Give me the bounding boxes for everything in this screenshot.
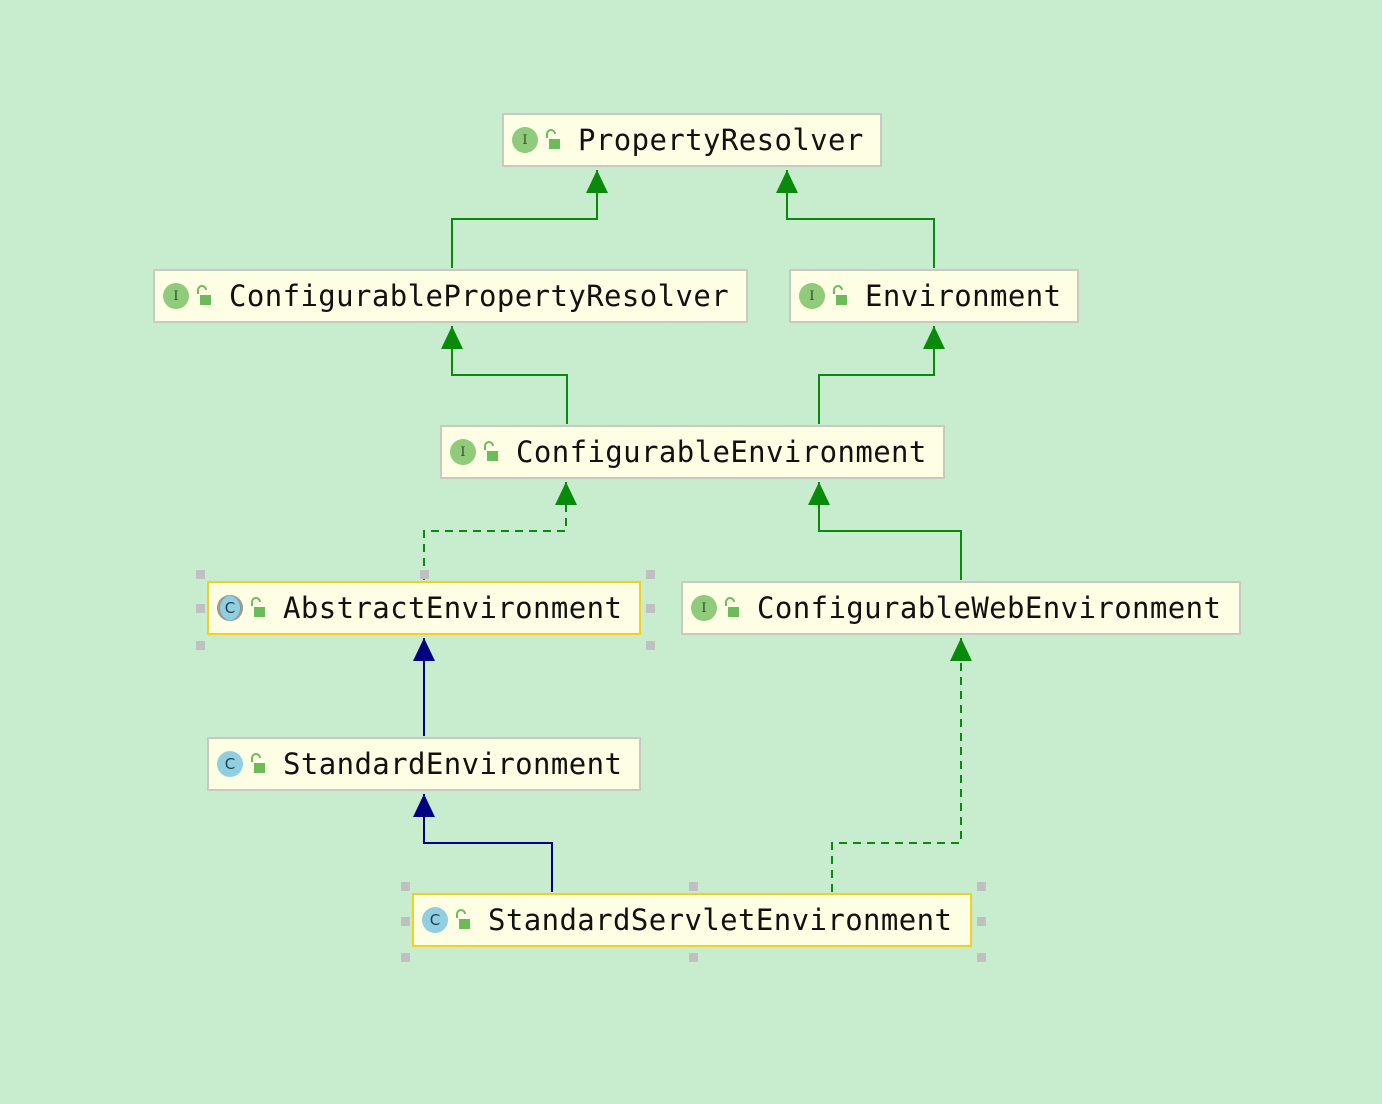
- node-label: ConfigurableWebEnvironment: [757, 591, 1222, 625]
- public-lock-icon: [833, 285, 847, 305]
- abstract-class-icon: C: [217, 595, 243, 621]
- public-lock-icon: [251, 753, 265, 773]
- public-lock-icon: [197, 285, 211, 305]
- interface-icon: I: [691, 595, 717, 621]
- interface-icon: I: [512, 127, 538, 153]
- arrowhead-standard-environment-to-abstract-environment: [413, 638, 435, 661]
- node-configurable-web-environment[interactable]: I ConfigurableWebEnvironment: [681, 581, 1241, 635]
- selection-handle[interactable]: [196, 604, 205, 613]
- public-lock-icon: [484, 441, 498, 461]
- arrowhead-standard-servlet-environment-to-standard-environment: [413, 794, 435, 817]
- arrowhead-standard-servlet-environment-to-configurable-web-environment: [950, 638, 972, 661]
- arrowhead-configurable-environment-to-configurable-property-resolver: [441, 326, 463, 349]
- node-environment[interactable]: I Environment: [789, 269, 1079, 323]
- interface-icon: I: [799, 283, 825, 309]
- edge-configurable-environment-to-configurable-property-resolver: [451, 326, 568, 424]
- edge-configurable-environment-to-environment: [818, 326, 935, 424]
- public-lock-icon: [251, 597, 265, 617]
- edge-abstract-environment-to-configurable-environment: [423, 482, 567, 580]
- selection-handle[interactable]: [401, 917, 410, 926]
- selection-handle[interactable]: [977, 882, 986, 891]
- arrowhead-configurable-environment-to-environment: [923, 326, 945, 349]
- selection-handle[interactable]: [646, 641, 655, 650]
- node-abstract-environment[interactable]: C AbstractEnvironment: [207, 581, 641, 635]
- interface-icon: I: [450, 439, 476, 465]
- edge-standard-servlet-environment-to-standard-environment: [423, 794, 553, 892]
- selection-handle[interactable]: [420, 570, 429, 579]
- node-label: ConfigurableEnvironment: [516, 435, 927, 469]
- node-configurable-property-resolver[interactable]: I ConfigurablePropertyResolver: [153, 269, 748, 323]
- class-icon: C: [422, 907, 448, 933]
- node-standard-servlet-environment[interactable]: C StandardServletEnvironment: [412, 893, 972, 947]
- selection-handle[interactable]: [196, 570, 205, 579]
- selection-handle[interactable]: [977, 917, 986, 926]
- edge-configurable-web-environment-to-configurable-environment: [818, 482, 962, 580]
- node-label: ConfigurablePropertyResolver: [229, 279, 730, 313]
- public-lock-icon: [456, 909, 470, 929]
- selection-handle[interactable]: [401, 882, 410, 891]
- edge-configurable-property-resolver-to-property-resolver: [451, 170, 598, 268]
- node-label: StandardServletEnvironment: [488, 903, 953, 937]
- node-configurable-environment[interactable]: I ConfigurableEnvironment: [440, 425, 945, 479]
- selection-handle[interactable]: [646, 570, 655, 579]
- selection-handle[interactable]: [646, 604, 655, 613]
- selection-handle[interactable]: [977, 953, 986, 962]
- edge-environment-to-property-resolver: [786, 170, 935, 268]
- node-property-resolver[interactable]: I PropertyResolver: [502, 113, 882, 167]
- arrowhead-configurable-property-resolver-to-property-resolver: [586, 170, 608, 193]
- arrowhead-configurable-web-environment-to-configurable-environment: [808, 482, 830, 505]
- arrowhead-environment-to-property-resolver: [776, 170, 798, 193]
- selection-handle[interactable]: [689, 882, 698, 891]
- arrowhead-abstract-environment-to-configurable-environment: [555, 482, 577, 505]
- selection-handle[interactable]: [689, 953, 698, 962]
- interface-icon: I: [163, 283, 189, 309]
- node-label: Environment: [865, 279, 1062, 313]
- edge-standard-servlet-environment-to-configurable-web-environment: [831, 638, 962, 892]
- public-lock-icon: [546, 129, 560, 149]
- selection-handle[interactable]: [196, 641, 205, 650]
- node-standard-environment[interactable]: C StandardEnvironment: [207, 737, 641, 791]
- node-label: PropertyResolver: [578, 123, 864, 157]
- node-label: AbstractEnvironment: [283, 591, 623, 625]
- class-icon: C: [217, 751, 243, 777]
- selection-handle[interactable]: [401, 953, 410, 962]
- node-label: StandardEnvironment: [283, 747, 623, 781]
- public-lock-icon: [725, 597, 739, 617]
